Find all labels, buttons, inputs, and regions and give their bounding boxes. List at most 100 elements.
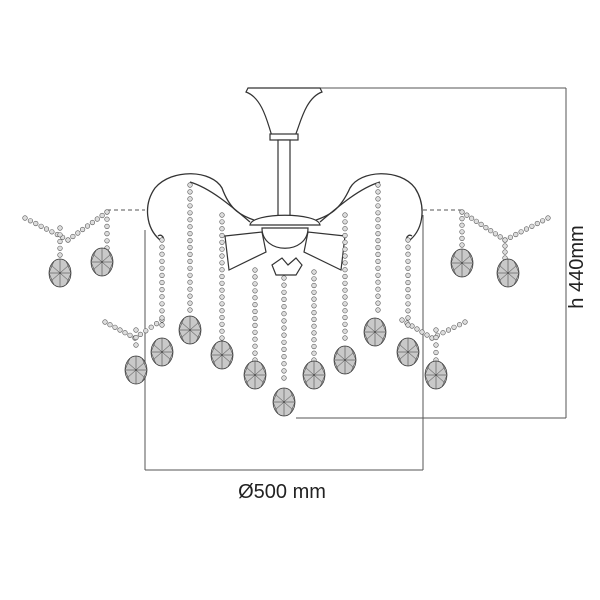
bead [219,321,225,327]
bead [219,219,225,225]
bead [99,212,105,219]
bead [507,234,514,240]
bead [342,328,348,334]
bead [187,272,193,278]
bead [502,237,508,243]
bead [252,329,258,335]
bead [219,246,225,252]
bead [523,226,530,232]
bead [281,289,287,295]
bead [375,293,381,299]
bead [405,251,411,257]
bead [281,332,287,338]
bead [159,272,165,279]
bead [342,239,348,245]
bead [405,265,411,271]
bead [405,322,411,328]
bead [459,216,465,222]
bead [219,294,225,300]
bead [502,249,508,255]
bead [375,265,381,271]
crystal-drop [396,337,420,367]
bead [252,274,258,280]
bead [342,273,348,280]
bead [281,282,287,288]
bead [281,375,287,381]
bead [252,350,258,356]
bead [311,323,317,329]
bead [513,231,519,238]
bead [469,215,475,221]
bead [375,203,381,209]
bead [424,332,430,338]
bead [94,216,100,222]
bead [281,346,287,353]
bead [311,350,317,356]
bead [159,279,165,286]
crystal-drop [124,355,148,385]
bead [187,244,193,251]
bead [459,209,465,215]
bead [219,287,225,293]
bead [219,328,225,334]
bead [311,337,317,343]
bead [445,327,452,333]
bead [405,287,411,293]
bead [342,308,348,314]
bead [57,252,63,258]
bead [219,314,225,321]
bead [375,196,381,202]
bead [187,210,193,216]
bead [342,246,348,252]
bead [137,331,143,338]
central-body [224,214,346,276]
crystal-drop [243,360,267,390]
bead [375,189,381,195]
bead [281,325,287,331]
bead [311,289,317,295]
bead [342,301,348,307]
bead [433,334,439,341]
bead [187,265,193,271]
bead [159,322,165,328]
bead [219,239,225,245]
bead [473,218,479,224]
bead [219,267,225,273]
bead [399,317,405,323]
crystal-drop [363,317,387,347]
bead [405,244,411,250]
bead [375,244,381,251]
bead [143,328,149,334]
bead [342,219,348,225]
bead [102,319,108,325]
bead [281,354,287,360]
bead [187,196,193,202]
bead [497,234,503,240]
bead [405,279,411,286]
bead [375,217,381,223]
bead [281,296,287,303]
bead [133,334,139,341]
bead [375,224,381,230]
bead [375,238,381,244]
bead [342,294,348,300]
bead [342,267,348,273]
bead [79,226,86,233]
bead [43,226,50,232]
bead [375,258,381,265]
bead [219,308,225,314]
bead [104,216,110,222]
bead [187,224,193,230]
bead [89,219,95,226]
bead [342,335,348,341]
bead [375,286,381,292]
bead [281,361,287,367]
bead [529,223,535,229]
bead [405,308,411,314]
bead [342,314,348,321]
bead [464,212,470,218]
bead [433,349,439,356]
bead [451,324,457,330]
bead [252,302,258,308]
bead [57,238,63,245]
